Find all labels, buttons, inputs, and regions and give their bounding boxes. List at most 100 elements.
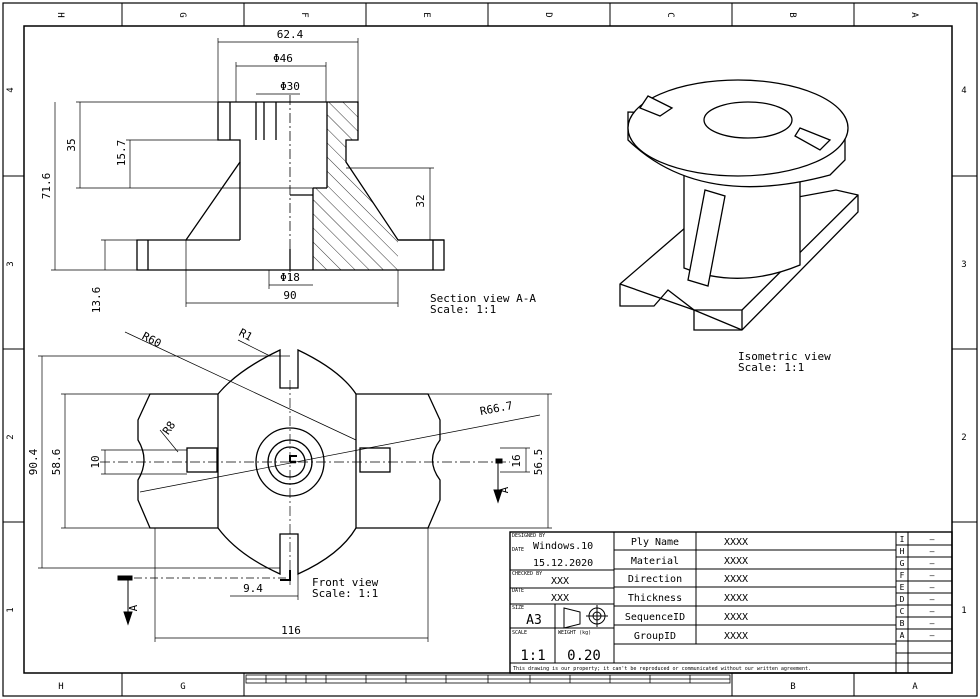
zone-labels-right: 4 3 2 1: [961, 86, 966, 616]
label-date-2: DATE: [512, 588, 524, 594]
title-block: [509, 531, 953, 674]
section-dimensions: 62.4 Φ46 Φ30 71.6 35 15.7 32 13.6 Φ18 90: [40, 28, 427, 313]
zone-bottom-a: A: [912, 682, 918, 692]
field-label-material: Material: [631, 556, 679, 567]
rev-dash: –: [930, 559, 935, 568]
field-value-sequenceid: XXXX: [724, 612, 748, 623]
dim-15-7: 15.7: [115, 140, 128, 167]
rev-letter-d: D: [900, 595, 905, 604]
zone-bottom-g: G: [180, 682, 185, 692]
dim-9-4: 9.4: [243, 582, 263, 595]
zone-labels-top: H G F E D C B A: [55, 12, 919, 18]
label-date: DATE: [512, 547, 524, 553]
title-block-text: DESIGNED BY DATE Windows.10 15.12.2020 C…: [512, 533, 811, 672]
zone-top-a: A: [909, 12, 919, 18]
rev-dash: –: [930, 571, 935, 580]
field-value-thickness: XXXX: [724, 593, 748, 604]
rev-letter-i: I: [900, 535, 905, 544]
rev-letter-e: E: [900, 583, 905, 592]
dim-71-6: 71.6: [40, 173, 53, 200]
value-checked-date: XXX: [551, 593, 569, 604]
field-value-groupid: XXXX: [724, 631, 748, 642]
rev-letter-g: G: [900, 559, 905, 568]
rev-dash: –: [930, 547, 935, 556]
rev-dash: –: [930, 583, 935, 592]
dim-58-6: 58.6: [50, 449, 63, 476]
value-date: 15.12.2020: [533, 558, 593, 569]
front-dimensions: 90.4 58.6 10 56.5 16 116 9.4 R60 R1 R66.…: [27, 326, 545, 637]
rev-letter-c: C: [900, 607, 905, 616]
zone-right-3: 3: [961, 260, 966, 270]
zone-top-h: H: [55, 12, 65, 17]
dim-90-4: 90.4: [27, 448, 40, 475]
label-size: SIZE: [512, 605, 524, 611]
dim-r8: R8: [160, 419, 178, 437]
front-view-title: Front view: [312, 576, 379, 589]
dim-90: 90: [283, 289, 296, 302]
field-label-thickness: Thickness: [628, 593, 682, 604]
rev-dash: –: [930, 631, 935, 640]
dim-dia-18: Φ18: [280, 271, 300, 284]
isometric-view: [619, 79, 859, 331]
label-weight: WEIGHT (kg): [558, 630, 591, 636]
zone-labels-bottom: H G B A: [58, 682, 918, 692]
value-checked-by: XXX: [551, 576, 569, 587]
rev-letter-h: H: [900, 547, 905, 556]
field-value-ply-name: XXXX: [724, 537, 748, 548]
section-hatch: [313, 102, 398, 270]
zone-right-2: 2: [961, 433, 966, 443]
dim-r66-7: R66.7: [479, 399, 514, 418]
zone-left-2: 2: [6, 434, 16, 439]
field-label-sequenceid: SequenceID: [625, 612, 685, 623]
rev-letter-a: A: [900, 631, 905, 640]
zone-top-f: F: [299, 12, 309, 17]
zone-top-c: C: [665, 12, 675, 17]
value-size: A3: [526, 613, 542, 628]
dim-dia-30: Φ30: [280, 80, 300, 93]
zone-top-e: E: [421, 12, 431, 17]
field-label-ply-name: Ply Name: [631, 537, 679, 548]
rev-dash: –: [930, 607, 935, 616]
rev-dash: –: [930, 595, 935, 604]
section-arrows: [117, 458, 503, 626]
dim-35: 35: [65, 138, 78, 151]
field-value-direction: XXXX: [724, 574, 748, 585]
dim-dia-46: Φ46: [273, 52, 293, 65]
zone-top-b: B: [787, 12, 797, 17]
label-checked-by: CHECKED BY: [512, 571, 542, 577]
label-scale: SCALE: [512, 630, 527, 636]
zone-left-3: 3: [6, 261, 16, 266]
front-view-scale: Scale: 1:1: [312, 587, 378, 600]
projection-symbol-icon: [563, 605, 608, 629]
section-label-a-right: A: [498, 486, 511, 493]
zone-left-1: 1: [6, 607, 16, 612]
front-view: [100, 348, 510, 585]
zone-left-4: 4: [6, 87, 16, 92]
zone-right-4: 4: [961, 86, 966, 96]
zone-right-1: 1: [961, 606, 966, 616]
zone-labels-left: 4 3 2 1: [6, 87, 16, 612]
rev-dash: –: [930, 535, 935, 544]
section-label-a-bottom: A: [127, 604, 140, 611]
footer-note: This drawing is our property; it can't b…: [513, 666, 811, 672]
zone-top-d: D: [543, 12, 553, 17]
dim-10: 10: [89, 455, 102, 468]
dim-r1: R1: [237, 326, 255, 344]
dim-32: 32: [414, 194, 427, 207]
field-value-material: XXXX: [724, 556, 748, 567]
zone-bottom-h: H: [58, 682, 63, 692]
dim-r60: R60: [140, 330, 164, 351]
value-scale: 1:1: [520, 648, 545, 664]
isometric-view-scale: Scale: 1:1: [738, 361, 804, 374]
rev-letter-f: F: [900, 571, 905, 580]
section-view-title: Section view A-A: [430, 292, 536, 305]
section-view-a-a: [136, 95, 445, 280]
scale-ruler: [245, 674, 731, 684]
dim-116: 116: [281, 624, 301, 637]
revision-table: I H G F E D C B A – – – – – – – – –: [900, 535, 935, 640]
value-weight: 0.20: [567, 648, 601, 664]
section-view-scale: Scale: 1:1: [430, 303, 496, 316]
zone-dividers: [3, 3, 977, 696]
